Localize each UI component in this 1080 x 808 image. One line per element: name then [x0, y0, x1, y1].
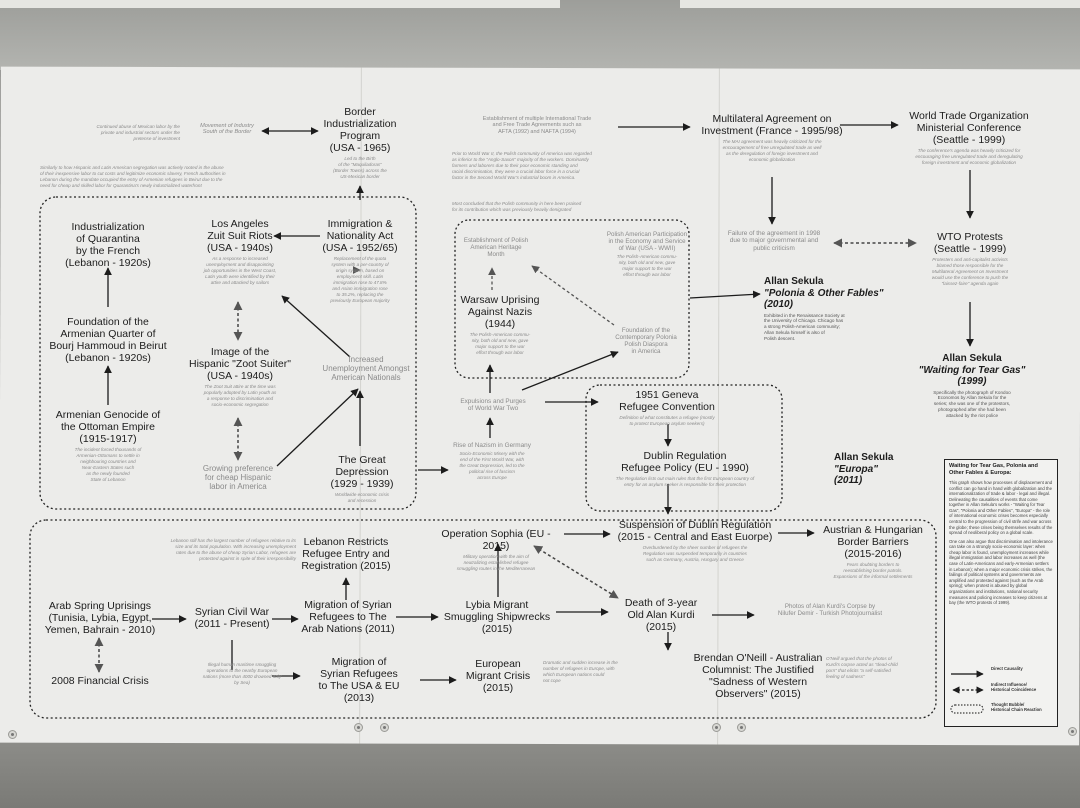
- legend-title: Waiting for Tear Gas, Polonia and Other …: [949, 463, 1038, 476]
- node-migration-eu: Migration of Syrian Refugees to The USA …: [318, 656, 400, 705]
- adjacent-poster-edge: [680, 0, 1080, 8]
- legend-indirect-label: Indirect Influence/ Historical Coinciden…: [991, 682, 1037, 693]
- node-mai-failure: Failure of the agreement in 1998 due to …: [727, 230, 821, 252]
- legend-direct-arrow-icon: [951, 670, 984, 678]
- pin-icon: [380, 723, 389, 732]
- note-polish-post: Most concluded that the Polish community…: [452, 201, 582, 212]
- node-polish-heritage-month: Establishment of Polish American Heritag…: [463, 237, 529, 259]
- node-polish-diaspora: Foundation of the Contemporary Polonia P…: [615, 327, 677, 356]
- node-lebanon-restricts: Lebanon Restricts Refugee Entry and Regi…: [301, 536, 391, 573]
- legend-body-1: This graph shows how processes of displa…: [949, 479, 1053, 536]
- legend-box: Waiting for Tear Gas, Polonia and Other …: [944, 459, 1058, 727]
- legend-indirect-arrow-icon: [952, 686, 984, 694]
- node-mai: Multilateral Agreement on Investment (Fr…: [701, 113, 843, 163]
- node-financial-crisis: 2008 Financial Crisis: [51, 675, 149, 687]
- legend-row-direct: Direct Causality: [949, 666, 1053, 678]
- node-sekula-polonia: Allan Sekula "Polonia & Other Fables" (2…: [764, 276, 884, 342]
- note-illegal-smuggling: Illegal human maritime smuggling operati…: [202, 662, 282, 685]
- note-polish-wwii: Prior to World War II, the Polish commun…: [452, 151, 592, 180]
- note-lebanon-refugees: Lebanon still has the largest number of …: [170, 538, 296, 561]
- pin-icon: [712, 723, 721, 732]
- node-la-riots: Los Angeles Zuit Suit Riots (USA - 1940s…: [203, 218, 277, 286]
- node-expulsions-purges: Expulsions and Purges of World War Two: [460, 398, 526, 413]
- node-geneva-convention: 1951 Geneva Refugee Convention Definitio…: [619, 389, 715, 427]
- note-mexican-labor: Continued abuse of Mexican labor by the …: [96, 124, 180, 141]
- node-libya-shipwrecks: Lybia Migrant Smuggling Shipwrecks (2015…: [443, 599, 551, 636]
- pin-icon: [737, 723, 746, 732]
- node-wto-conference: World Trade Organization Ministerial Con…: [909, 110, 1029, 166]
- node-free-trade-agreements: Establishment of multiple International …: [482, 116, 592, 135]
- legend-bubble-label: Thought Bubble/ Historical Chain Reactio…: [991, 702, 1042, 713]
- legend-direct-label: Direct Causality: [991, 666, 1023, 671]
- legend-row-indirect: Indirect Influence/ Historical Coinciden…: [949, 682, 1053, 694]
- node-polish-participation: Polish American Participation in the Eco…: [606, 231, 688, 278]
- note-similarly: Similarly to how Hispanic and Latin Amer…: [40, 165, 226, 188]
- node-migration-arab: Migration of Syrian Refugees to The Arab…: [301, 599, 395, 636]
- wall-floor-background: [0, 742, 1080, 808]
- node-armenian-quarter: Foundation of the Armenian Quarter of Bo…: [49, 316, 167, 365]
- node-zoot-suiter: Image of the Hispanic "Zoot Suiter" (USA…: [189, 346, 291, 408]
- node-sekula-europa: Allan Sekula "Europa" (2011): [834, 452, 894, 486]
- legend-row-bubble: Thought Bubble/ Historical Chain Reactio…: [949, 702, 1053, 714]
- node-sekula-tear-gas: Allan Sekula "Waiting for Tear Gas" (199…: [918, 353, 1026, 419]
- pin-icon: [8, 730, 17, 739]
- node-alan-kurdi: Death of 3-year Old Alan Kurdi (2015): [624, 597, 698, 634]
- node-arab-spring: Arab Spring Uprisings (Tunisia, Lybia, E…: [44, 600, 156, 637]
- node-wto-protests: WTO Protests (Seattle - 1999) Protesters…: [931, 231, 1009, 286]
- node-border-barriers: Austrian & Hungarian Border Barriers (20…: [823, 524, 923, 580]
- legend-body-2: One can also argue that discrimination a…: [949, 538, 1053, 606]
- note-dramatic-increase: Dramatic and sudden increase in the numb…: [543, 660, 618, 683]
- node-border-industrialization: Border Industrialization Program (USA - …: [323, 106, 397, 180]
- node-movement-of-industry: Movement of Industry South of the Border: [200, 123, 254, 136]
- node-great-depression: The Great Depression (1929 - 1939) World…: [330, 454, 394, 504]
- node-syrian-civil-war: Syrian Civil War (2011 - Present): [194, 606, 270, 631]
- pin-icon: [1068, 727, 1077, 736]
- adjacent-poster-edge: [0, 0, 560, 8]
- wall-background: [0, 0, 1080, 70]
- node-warsaw-uprising: Warsaw Uprising Against Nazis (1944) The…: [460, 294, 540, 356]
- node-unemployment: Increased Unemployment Amongst American …: [322, 355, 410, 383]
- node-oneill: Brendan O'Neill - Australian Columnist: …: [693, 652, 823, 701]
- note-oneill: O'Neill argued that the photos of Kurdi'…: [826, 656, 898, 679]
- node-immigration-act: Immigration & Nationality Act (USA - 195…: [322, 218, 398, 303]
- pin-icon: [354, 723, 363, 732]
- node-operation-sophia: Operation Sophia (EU - 2015) Military op…: [441, 528, 551, 572]
- node-european-crisis: European Migrant Crisis (2015): [465, 658, 531, 695]
- node-dublin-suspension: Suspension of Dublin Regulation (2015 - …: [617, 519, 773, 563]
- node-rise-of-nazism: Rise of Nazism in Germany Socio-Economic…: [453, 442, 531, 481]
- node-dublin-regulation: Dublin Regulation Refugee Policy (EU - 1…: [615, 450, 755, 488]
- node-armenian-genocide: Armenian Genocide of the Ottoman Empire …: [55, 409, 161, 483]
- node-quarantina: Industrialization of Quarantina by the F…: [65, 221, 151, 270]
- legend-bubble-icon: [950, 704, 984, 714]
- node-cheap-labor-preference: Growing preference for cheap Hispanic la…: [202, 464, 274, 492]
- node-kurdi-photos: Photos of Alan Kurdi's Corpse by Nilufer…: [777, 603, 883, 618]
